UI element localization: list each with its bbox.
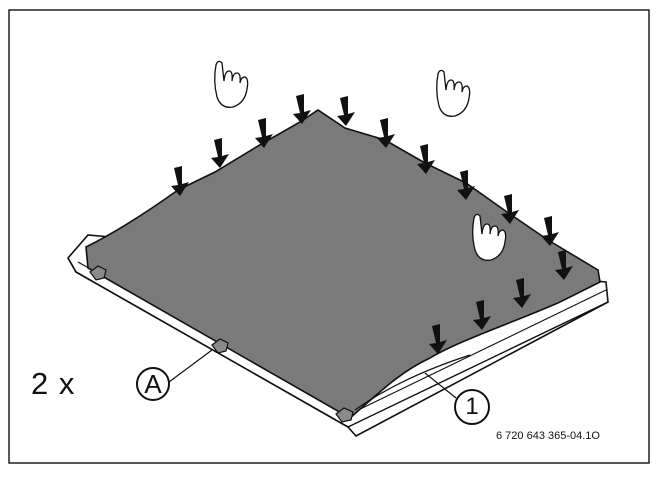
frame-inner-edge [347, 289, 607, 416]
hand-icon [472, 213, 507, 261]
clip-icon [335, 407, 354, 423]
down-arrow-icon [255, 118, 273, 148]
hand-icon [436, 69, 471, 117]
clips [89, 265, 354, 423]
hands [214, 60, 507, 261]
leader-line-a [168, 349, 213, 383]
down-arrow-icon [473, 300, 491, 330]
down-arrow-icon [457, 170, 475, 200]
hand-icon [214, 60, 249, 108]
down-arrow-icon [429, 324, 447, 354]
down-arrow-icon [417, 144, 435, 174]
panel-fold-line [354, 354, 471, 411]
arrows [171, 94, 573, 354]
callout-a: A [136, 367, 170, 401]
down-arrow-icon [337, 96, 355, 126]
quantity-label: 2 x [31, 366, 76, 401]
down-arrow-icon [293, 94, 311, 124]
down-arrow-icon [555, 250, 573, 280]
down-arrow-icon [541, 216, 559, 246]
frame-edge [67, 257, 77, 273]
frame-edge [347, 301, 609, 428]
frame-edge [75, 271, 349, 428]
clip-icon [211, 338, 229, 354]
document-number: 6 720 643 365-04.1O [496, 430, 600, 442]
down-arrow-icon [513, 278, 531, 308]
down-arrow-icon [211, 138, 229, 168]
down-arrow-icon [171, 166, 189, 196]
figure-border [8, 9, 650, 464]
clip-icon [89, 265, 107, 281]
callout-1: 1 [454, 389, 490, 425]
leader-line-1 [424, 372, 457, 399]
down-arrow-icon [377, 118, 395, 148]
down-arrow-icon [501, 194, 519, 224]
